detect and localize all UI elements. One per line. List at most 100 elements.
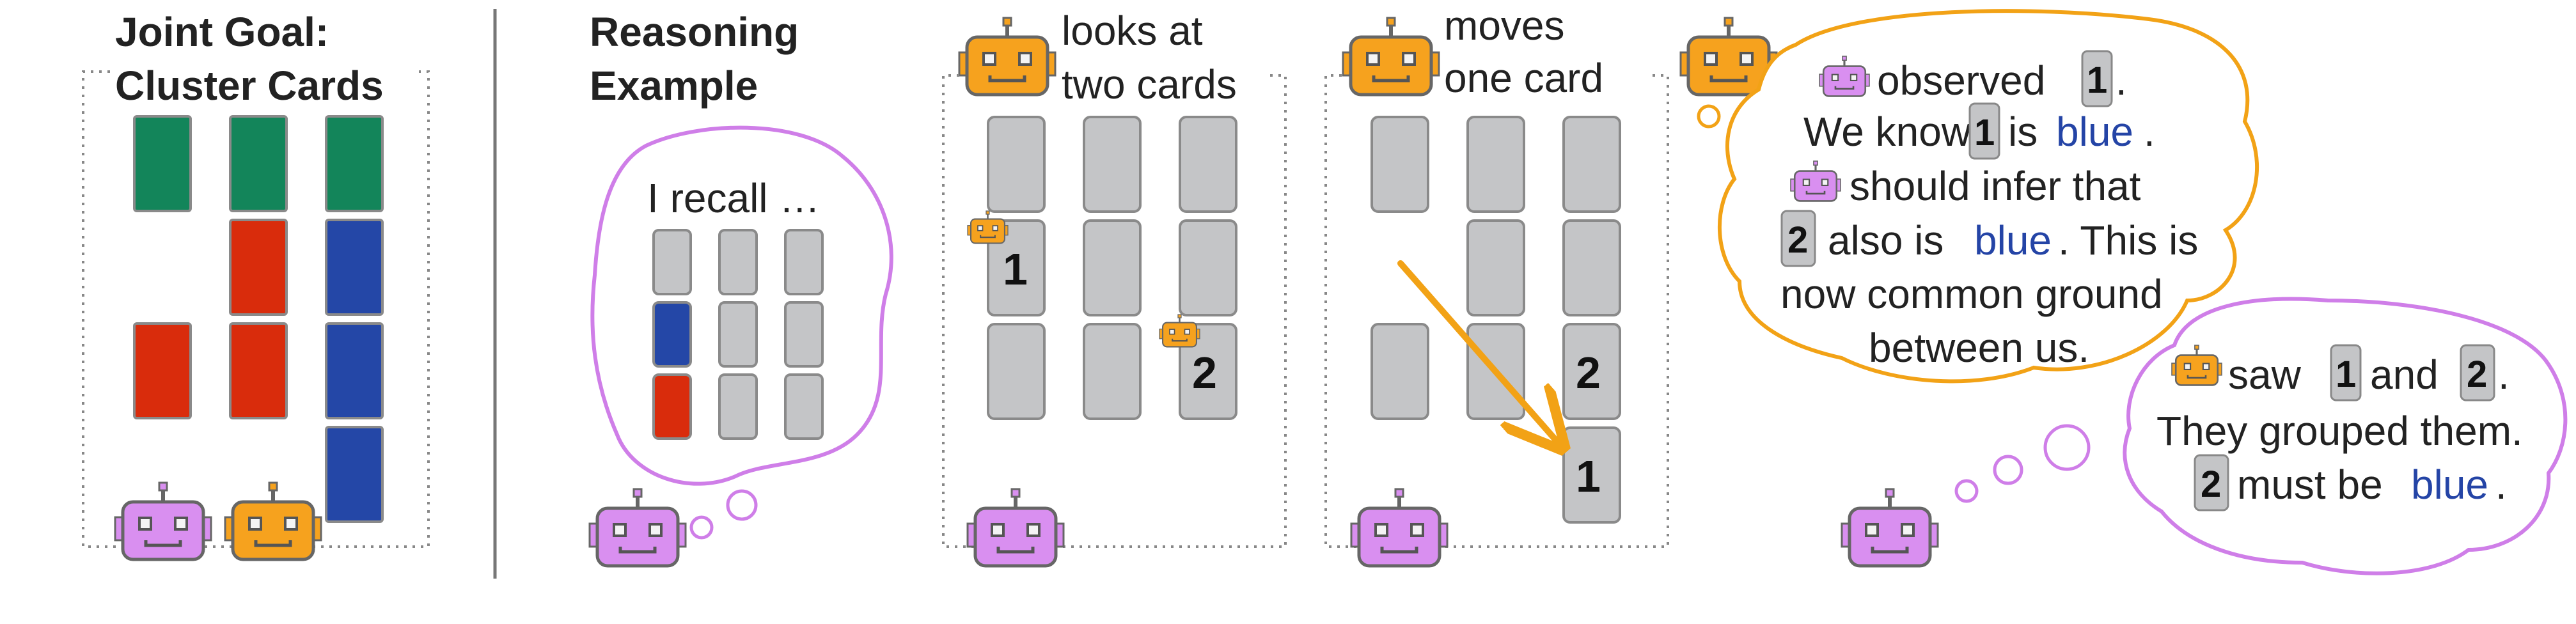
card-grey	[718, 301, 758, 368]
panel3-frame	[942, 74, 1287, 548]
card	[1370, 323, 1429, 420]
purple-robot-icon	[115, 483, 211, 559]
bubble-purple-line3-end: .	[2495, 462, 2507, 508]
bubble-orange-line1-num: 1	[2087, 59, 2107, 101]
card-grey	[784, 229, 824, 295]
card	[1562, 219, 1621, 316]
thought-dot	[726, 489, 758, 521]
thought-text: I recall …	[647, 175, 820, 221]
card-label-1: 1	[1576, 451, 1601, 501]
recall-card-grid	[652, 229, 824, 440]
orange-robot-icon	[225, 483, 321, 559]
card	[1466, 219, 1525, 316]
purple-robot-icon	[590, 489, 686, 566]
bubble-purple-line1-a: saw	[2228, 352, 2302, 398]
card-grey	[718, 373, 758, 440]
card	[1083, 323, 1142, 420]
orange-robot-icon	[959, 18, 1055, 95]
card-grey	[784, 373, 824, 440]
card-chip-1	[2330, 344, 2362, 402]
panel4-caption-line2: one card	[1444, 55, 1603, 101]
purple-bubble-text: saw 1 and 2 . They grouped them. 2 must …	[2156, 344, 2523, 511]
card-chip-1	[2081, 50, 2113, 107]
card-blue	[652, 301, 692, 368]
card-red	[652, 373, 692, 440]
bubble-orange-line2-blue: blue	[2056, 109, 2133, 155]
orange-robot-icon	[1158, 313, 1201, 348]
bubble-purple-line3-blue: blue	[2411, 462, 2488, 508]
orange-robot-icon	[1343, 18, 1439, 95]
panel2-title-line1: Reasoning	[590, 9, 799, 55]
bubble-orange-line3: should infer that	[1850, 163, 2141, 209]
card-blue	[325, 219, 384, 316]
card-chip-1	[1968, 102, 2000, 160]
bubble-orange-line4-a: also is	[1828, 217, 1944, 263]
thought-dot	[689, 515, 714, 540]
card	[1083, 116, 1142, 213]
orange-bubble-text: observed 1 . We know 1 is blue . should …	[1780, 50, 2198, 371]
bubble-orange-line1-text: observed	[1877, 58, 2045, 104]
card-grey	[718, 229, 758, 295]
bubble-orange-line2-num: 1	[1974, 112, 1995, 153]
card-red	[229, 322, 288, 419]
card	[1562, 116, 1621, 213]
card-red	[229, 219, 288, 316]
thought-bubble-orange	[1718, 9, 2259, 384]
card	[1083, 219, 1142, 316]
card-red	[133, 322, 192, 419]
panel4-card-grid	[1370, 116, 1621, 524]
bubble-purple-line2: They grouped them.	[2156, 408, 2523, 454]
bubble-purple-line1-end: .	[2498, 352, 2509, 398]
card-chip-2	[2194, 454, 2229, 511]
card	[1466, 116, 1525, 213]
card	[987, 116, 1046, 213]
panel3-caption-line2: two cards	[1062, 61, 1237, 107]
bubble-orange-line4-num: 2	[1787, 219, 1808, 261]
card	[1179, 116, 1237, 213]
arrow-icon	[1397, 260, 1558, 442]
thought-dot	[1954, 479, 1979, 503]
panel-joint-goal: Joint Goal: Cluster Cards	[82, 9, 430, 559]
panel-looks-at-two-cards: looks at two cards 1 2	[942, 8, 1287, 566]
panel1-title-line2: Cluster Cards	[115, 63, 384, 109]
thought-dot	[1697, 104, 1721, 129]
card-green	[229, 115, 288, 212]
panel-moves-one-card: moves one card 2 1	[1324, 3, 1669, 566]
panel3-card-grid	[987, 116, 1237, 420]
thought-dot	[2043, 424, 2091, 471]
card	[1370, 116, 1429, 213]
panel-reasoning-example: Reasoning Example I recall …	[590, 9, 893, 566]
panel3-caption-line1: looks at	[1062, 8, 1203, 54]
card-chip-2	[1780, 210, 1816, 267]
thought-bubble-purple	[2123, 297, 2568, 575]
bubble-orange-line2-b: is	[2008, 109, 2038, 155]
card-2	[1179, 323, 1237, 420]
card-2	[1562, 323, 1621, 420]
panel4-frame	[1324, 74, 1669, 548]
card-green	[325, 115, 384, 212]
card-grey	[652, 229, 692, 295]
panel1-title-line1: Joint Goal:	[115, 9, 329, 55]
bubble-orange-line4-b: . This is	[2058, 217, 2198, 263]
thought-dot	[1993, 455, 2023, 485]
bubble-orange-line2-end: .	[2144, 109, 2155, 155]
card-grey	[784, 301, 824, 368]
card-1	[987, 219, 1046, 316]
orange-robot-icon	[966, 210, 1009, 244]
bubble-orange-line4-blue: blue	[1974, 217, 2052, 263]
bubble-orange-line6: between us.	[1869, 325, 2089, 371]
card-blue	[325, 322, 384, 419]
card-blue	[325, 426, 384, 523]
bubble-purple-line3-a: must be	[2237, 462, 2383, 508]
bubble-purple-line1-num1: 1	[2336, 354, 2356, 395]
panel1-card-grid	[133, 115, 384, 523]
bubble-orange-line5: now common ground	[1780, 271, 2163, 317]
purple-robot-icon	[968, 489, 1064, 566]
purple-robot-icon	[1842, 489, 1938, 566]
bubble-orange-line2-a: We know	[1803, 109, 1972, 155]
bubble-purple-line1-b: and	[2370, 352, 2439, 398]
card-label-2: 2	[1192, 348, 1217, 398]
card-1	[1562, 426, 1621, 524]
purple-robot-icon	[1351, 489, 1447, 566]
